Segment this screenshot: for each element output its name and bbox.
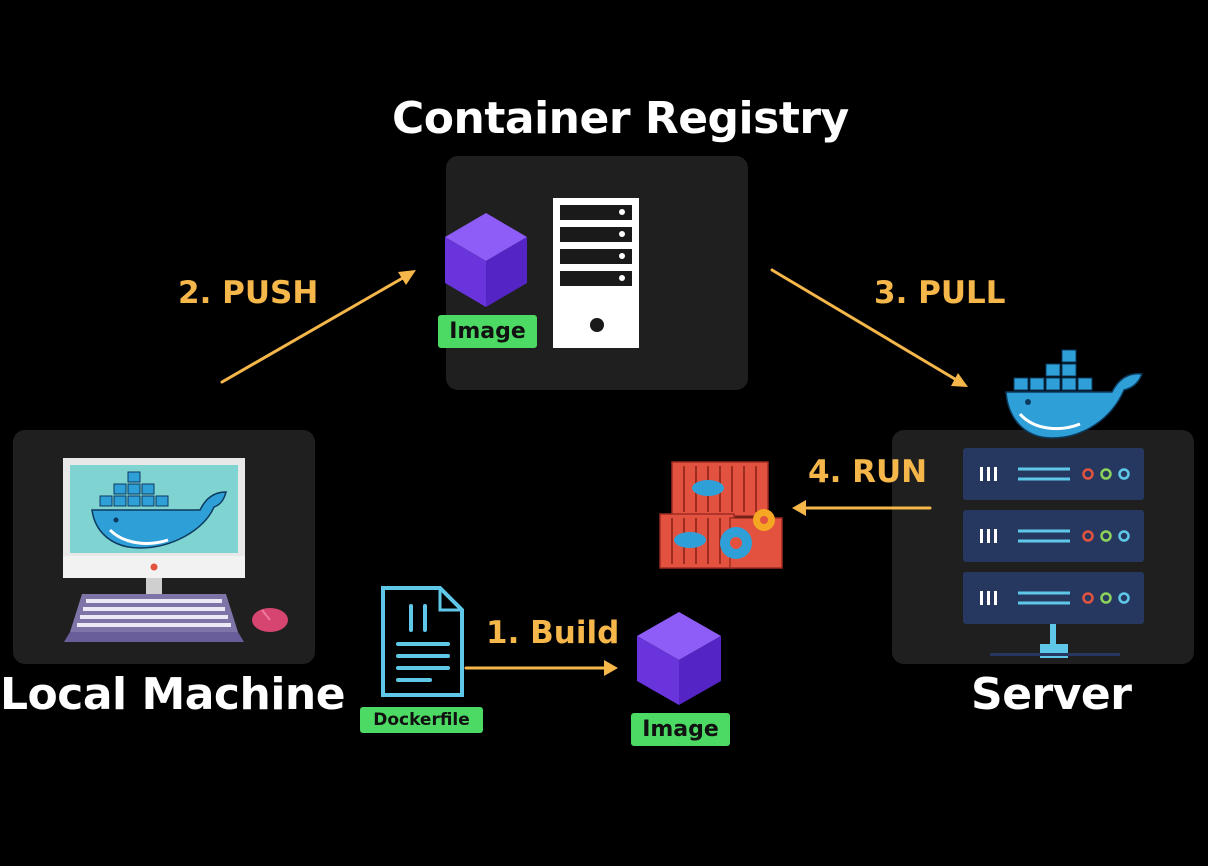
pull-arrowhead [951, 373, 968, 387]
registry-title: Container Registry [392, 93, 849, 144]
docker-whale-icon [99, 471, 169, 507]
build-arrowhead [604, 660, 618, 676]
local-machine-title: Local Machine [0, 669, 346, 720]
server-title: Server [971, 669, 1132, 720]
push-step-label: 2. PUSH [178, 275, 319, 311]
pull-step-label: 3. PULL [874, 275, 1006, 311]
registry-image-tag: Image [438, 315, 537, 348]
pull-arrow [770, 268, 962, 384]
gear-icon [720, 509, 775, 559]
run-step-label: 4. RUN [808, 454, 928, 490]
dockerfile-tag: Dockerfile [360, 707, 483, 733]
push-arrow [220, 273, 410, 384]
push-arrowhead [398, 270, 416, 285]
built-image-tag: Image [631, 713, 730, 746]
run-arrowhead [792, 500, 806, 516]
build-step-label: 1. Build [486, 615, 620, 651]
